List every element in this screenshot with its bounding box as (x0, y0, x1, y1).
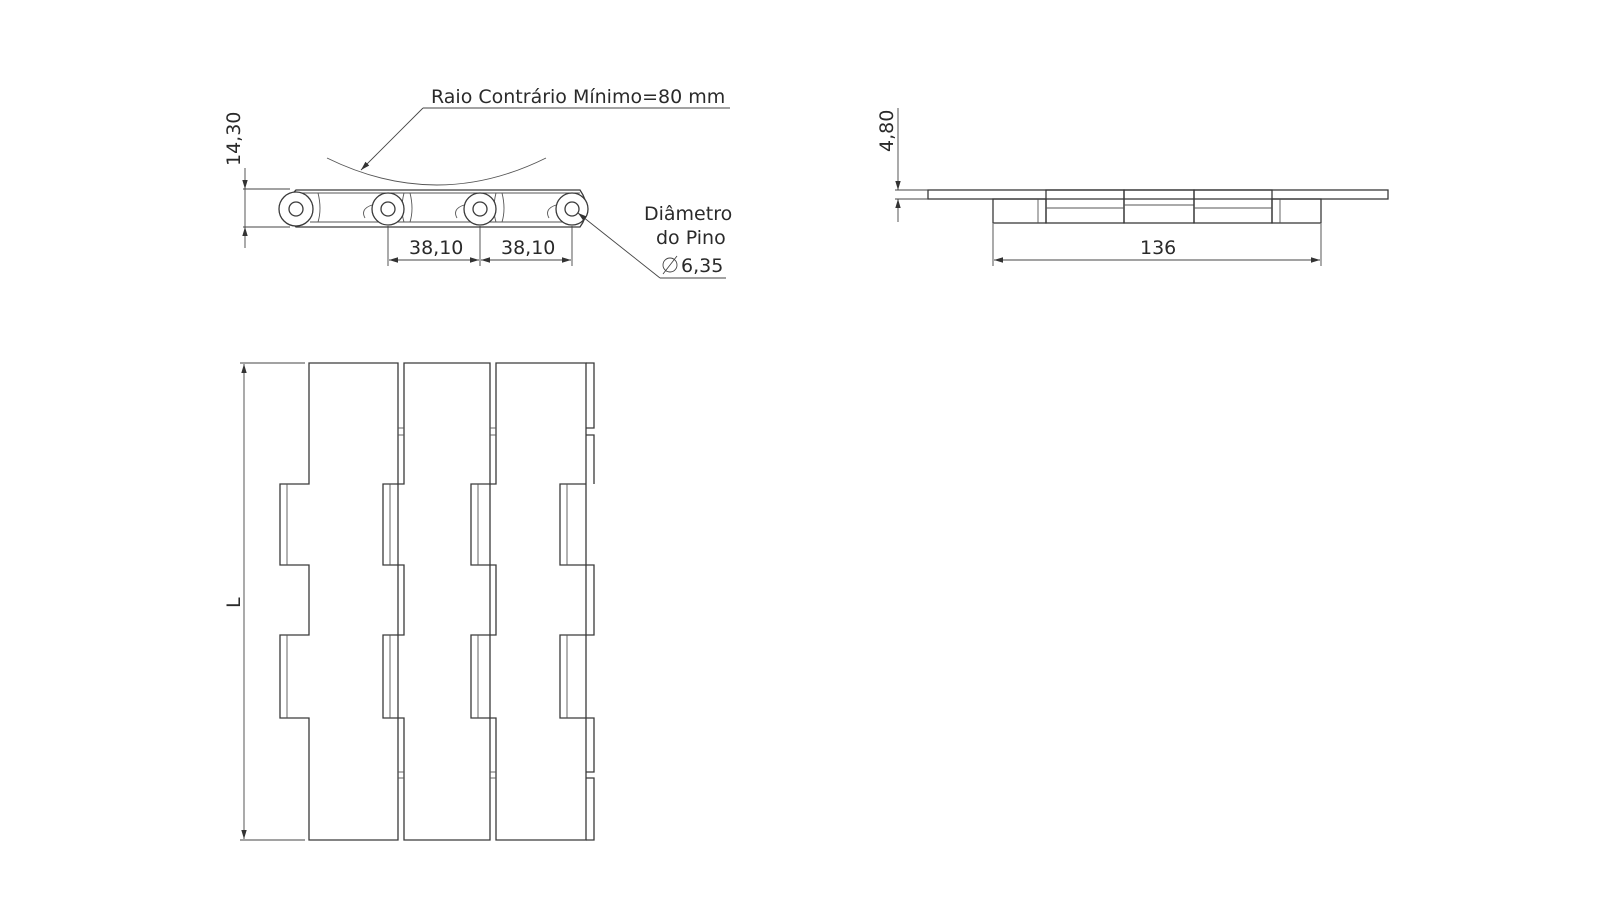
pin-label-line1: Diâmetro (644, 203, 732, 225)
pin-diameter: 6,35 (681, 255, 723, 277)
pin-hole (564, 201, 580, 217)
pin-hole (472, 201, 488, 217)
pitch-dimension-2: 38,10 (501, 237, 555, 259)
chain-plate (382, 362, 491, 841)
pin-hole (380, 201, 396, 217)
height-dimension: 14,30 (223, 112, 245, 166)
side-view: Raio Contrário Mínimo=80 mm (223, 86, 732, 279)
chain-links (278, 189, 589, 228)
end-view: 4,80 136 (876, 108, 1389, 266)
radius-leader (360, 107, 424, 171)
pitch-dimension-1: 38,10 (409, 237, 463, 259)
pin-hole (288, 201, 304, 217)
reverse-radius-arc (326, 157, 547, 186)
pin-leader (577, 212, 661, 279)
chain-plate (470, 362, 587, 841)
top-view: L (223, 362, 595, 841)
length-dimension: L (223, 597, 245, 608)
chain-plate (279, 362, 399, 841)
diameter-symbol-icon (662, 255, 678, 275)
thickness-dimension: 4,80 (876, 110, 898, 152)
pin-label-line2: do Pino (656, 227, 726, 249)
radius-note: Raio Contrário Mínimo=80 mm (431, 86, 725, 108)
width-dimension: 136 (1140, 237, 1176, 259)
